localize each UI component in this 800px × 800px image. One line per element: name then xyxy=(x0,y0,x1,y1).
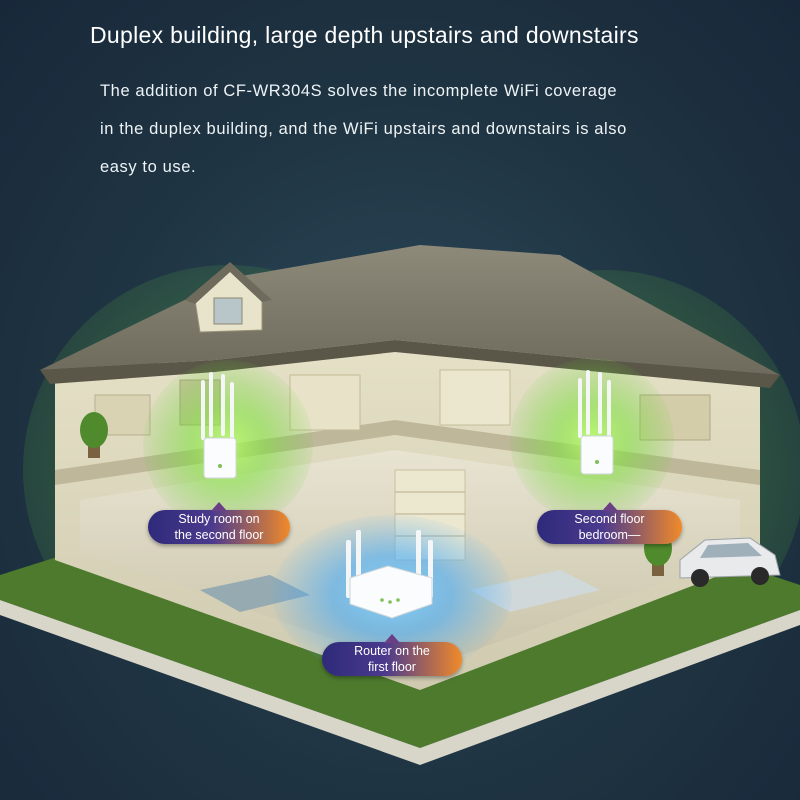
callout-router-line2: first floor xyxy=(368,660,416,674)
callout-study-room: Study room on the second floor xyxy=(148,502,290,544)
callout-study-line1: Study room on xyxy=(178,512,260,526)
callout-router: Router on the first floor xyxy=(322,634,462,676)
extender-device-icon xyxy=(578,370,614,475)
callout-bedroom: Second floor bedroom— xyxy=(537,502,682,544)
plant-icon xyxy=(80,412,108,458)
roof xyxy=(40,245,780,375)
car-icon xyxy=(679,537,781,587)
page-headline: Duplex building, large depth upstairs an… xyxy=(90,22,639,48)
description: The addition of CF-WR304S solves the inc… xyxy=(100,72,740,186)
extender-device-icon xyxy=(201,372,237,479)
callout-bedroom-line1: Second floor xyxy=(574,512,645,526)
callout-study-line2: the second floor xyxy=(174,528,264,542)
callout-bedroom-line2: bedroom— xyxy=(578,528,641,542)
description-line: The addition of CF-WR304S solves the inc… xyxy=(100,82,618,100)
callout-router-line1: Router on the xyxy=(354,644,430,658)
router-device-icon xyxy=(346,530,433,619)
description-line: easy to use. xyxy=(100,158,197,176)
lawn-edge xyxy=(0,600,800,765)
description-line: in the duplex building, and the WiFi ups… xyxy=(100,120,627,138)
